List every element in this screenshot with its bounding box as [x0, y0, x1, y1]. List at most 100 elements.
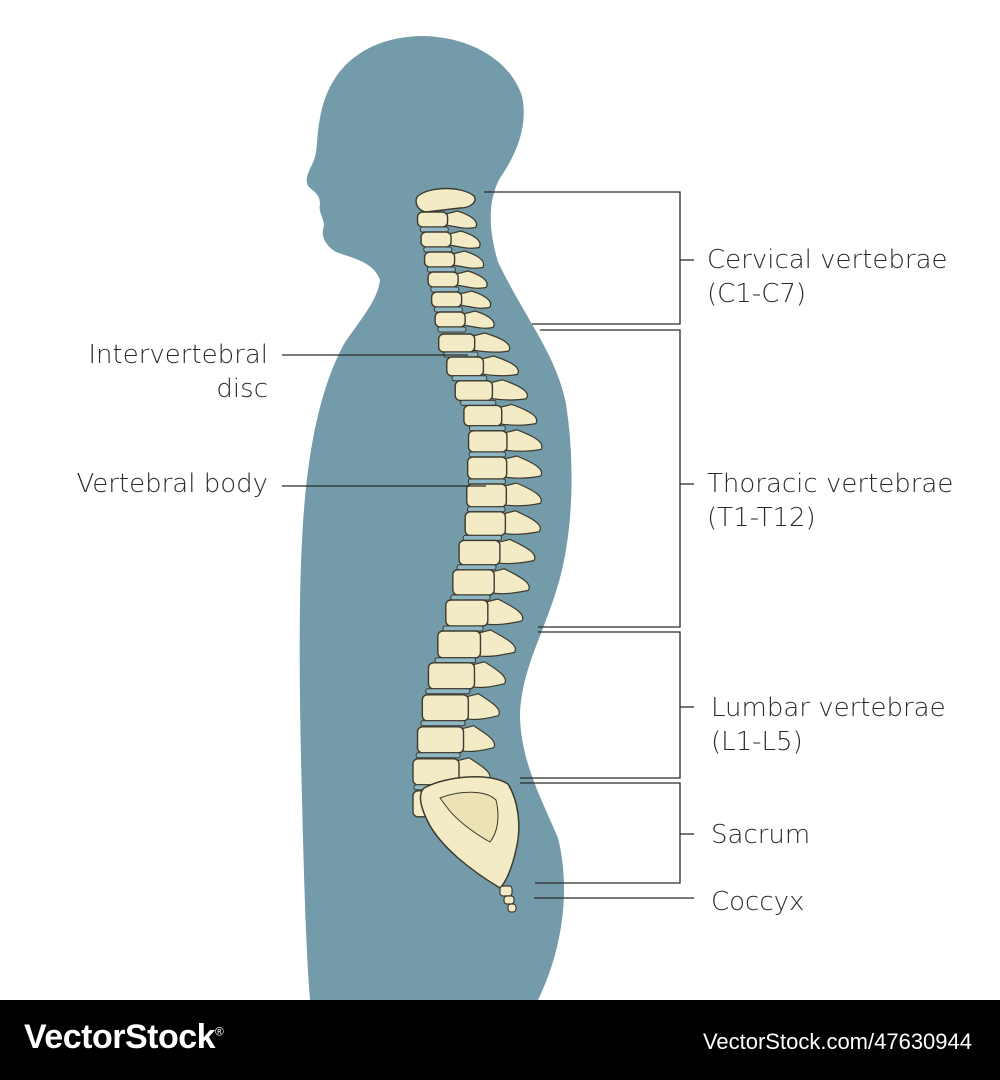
vertebral-body: [437, 333, 476, 353]
intervertebral-disc: [425, 688, 471, 695]
intervertebral-disc: [451, 375, 488, 382]
thoracic-label-line2: (T1-T12): [707, 503, 816, 533]
vertebral-body: [420, 231, 452, 248]
body-silhouette: [299, 36, 572, 1000]
vertebral-body: [430, 291, 463, 308]
coccyx-segment: [507, 903, 517, 913]
region-brackets: [484, 191, 694, 899]
sacrum-label: Sacrum: [711, 818, 810, 852]
atlas-vertebra: [415, 187, 476, 213]
cervical-label-line2: (C1-C7): [707, 279, 807, 309]
vertebral-body-label-text: Vertebral body: [76, 469, 268, 499]
vertebral-body: [452, 569, 495, 596]
vertebral-body: [446, 356, 485, 377]
intervertebral-disc: [433, 306, 463, 313]
vertebral-body: [445, 599, 489, 627]
spinous-process: [455, 270, 488, 289]
vertebral-column: [412, 187, 543, 913]
spinous-process: [462, 310, 495, 329]
spine-diagram: [282, 36, 694, 1000]
intervertebral-disc: [466, 506, 506, 513]
cervical-label: Cervical vertebrae (C1-C7): [707, 243, 948, 311]
vertebral-body: [454, 380, 494, 402]
vertebral-body: [464, 511, 507, 537]
vertebral-body: [437, 630, 482, 659]
intervertebral-disc: [442, 625, 484, 632]
spinous-process: [499, 403, 538, 426]
intervertebral-disc: [460, 399, 497, 406]
intervertebral-disc: [415, 752, 461, 759]
watermark-footer: VectorStock® VectorStock.com/47630944: [0, 1000, 1000, 1080]
spinous-process: [480, 355, 519, 377]
vertebral-body: [463, 404, 503, 427]
intervertebral-disc: [456, 564, 497, 571]
intervertebral-disc: [468, 425, 506, 432]
spinous-process: [497, 538, 536, 565]
vertebral-body: [467, 430, 508, 453]
intervertebral-disc: [434, 657, 477, 664]
vertebral-body-label: Vertebral body: [76, 467, 268, 501]
cervical-label-line1: Cervical vertebrae: [707, 245, 948, 275]
sacrum-inner: [439, 791, 499, 843]
vertebral-body: [434, 311, 466, 328]
vertebral-body: [427, 662, 476, 690]
lumbar-label-line2: (L1-L5): [711, 727, 803, 757]
spinous-process: [477, 629, 516, 657]
spinous-process: [504, 429, 543, 452]
thoracic-label-line1: Thoracic vertebrae: [707, 469, 954, 499]
coccyx-segment: [499, 885, 513, 897]
intervertebral-disc: [467, 478, 506, 485]
intervertebral-disc: [420, 720, 466, 727]
spinous-process: [502, 510, 541, 535]
spinous-process: [472, 332, 511, 353]
intervertebral-disc: [450, 594, 491, 601]
intervertebral-disc-label-line2: disc: [216, 374, 268, 404]
spinous-process: [448, 230, 481, 249]
lumbar-label-line1: Lumbar vertebrae: [711, 693, 946, 723]
intervertebral-disc: [468, 451, 507, 458]
sacrum-bracket: [520, 782, 681, 884]
sacrum-label-text: Sacrum: [711, 820, 811, 850]
vertebral-body: [423, 251, 456, 268]
brand-logo: VectorStock®: [24, 1018, 224, 1057]
vertebral-body: [427, 271, 459, 288]
spinous-process: [485, 598, 524, 626]
vertebral-body: [458, 539, 501, 566]
spinous-process: [451, 250, 485, 269]
spinous-process: [444, 210, 478, 229]
thoracic-bracket: [538, 329, 681, 628]
vertebral-body: [421, 694, 470, 722]
lumbar-label: Lumbar vertebrae (L1-L5): [711, 691, 946, 759]
spinous-process: [503, 482, 542, 507]
spinous-process: [491, 568, 530, 595]
spinous-process: [471, 661, 507, 689]
spinous-process: [504, 455, 543, 479]
intervertebral-disc: [430, 286, 460, 293]
spinous-process: [460, 725, 496, 753]
brand-name: VectorStock: [24, 1018, 216, 1056]
intervertebral-disc: [423, 246, 453, 253]
coccyx-label: Coccyx: [711, 885, 804, 919]
intervertebral-disc-label-line1: Intervertebral: [88, 340, 268, 370]
image-reference: VectorStock.com/47630944: [702, 1029, 972, 1054]
cervical-bracket: [484, 191, 681, 325]
thoracic-label: Thoracic vertebrae (T1-T12): [707, 467, 953, 535]
spinous-process: [465, 693, 500, 721]
coccyx-label-text: Coccyx: [711, 887, 805, 917]
vertebral-body: [416, 211, 449, 228]
spinous-process: [489, 379, 528, 401]
intervertebral-disc: [419, 226, 449, 233]
lumbar-bracket: [520, 631, 681, 779]
registered-mark: ®: [215, 1024, 224, 1039]
intervertebral-disc: [426, 266, 456, 273]
left-leaders: [282, 354, 486, 487]
vertebral-body: [466, 483, 508, 508]
vertebral-body: [466, 456, 508, 480]
coccyx-segment: [503, 895, 515, 905]
intervertebral-disc-label: Intervertebral disc: [88, 338, 268, 406]
spinous-process: [459, 290, 492, 309]
intervertebral-disc: [462, 534, 503, 541]
vertebral-body: [416, 726, 465, 754]
intervertebral-disc: [437, 326, 467, 333]
diagram-canvas: Cervical vertebrae (C1-C7) Thoracic vert…: [76, 36, 954, 1000]
